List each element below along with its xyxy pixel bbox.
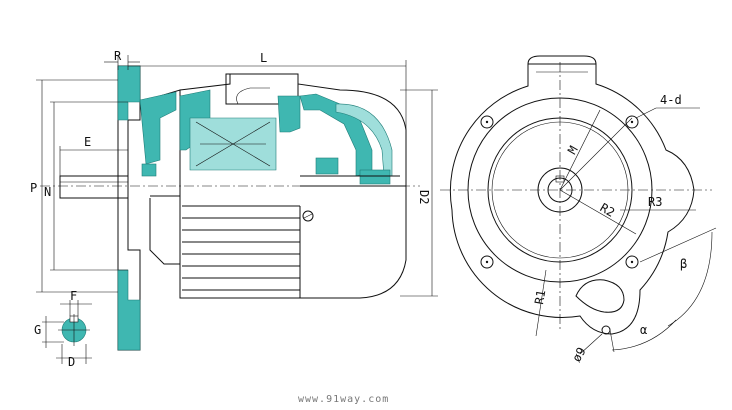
dim-alpha-label: α — [640, 323, 647, 337]
top-boss — [527, 55, 597, 65]
dim-phi9-label: ø9 — [569, 345, 588, 365]
cooling-fins — [182, 205, 301, 298]
dim-R2-label: R2 — [598, 200, 618, 219]
dim-4d-label: 4-d — [660, 93, 682, 107]
bolt-hole-br — [625, 255, 639, 269]
dim-N-label: N — [44, 185, 51, 199]
bolt-hole-tr — [625, 115, 639, 129]
shaft-end-circle — [547, 177, 573, 203]
dim-D-label: D — [68, 355, 75, 369]
dim-E-label: E — [84, 135, 91, 149]
outer-circle — [467, 97, 653, 283]
dim-F-label: F — [70, 289, 77, 303]
dim-D2-label: D2 — [417, 190, 431, 204]
flange-hatch-bottom — [117, 269, 141, 351]
frame-outline — [179, 73, 407, 299]
watermark-text: www.91way.com — [298, 394, 389, 405]
drain-hole — [601, 325, 611, 335]
dim-P-label: P — [30, 181, 37, 195]
dim-R-label: R — [114, 49, 122, 63]
dim-G-label: G — [34, 323, 41, 337]
bottom-cutout — [575, 279, 625, 313]
dim-L-label: L — [260, 51, 267, 65]
end-flange-outline — [449, 63, 695, 335]
hub-circle — [537, 167, 583, 213]
bearing-right — [315, 157, 339, 175]
terminal-box — [225, 73, 299, 105]
dim-beta-label: β — [680, 257, 687, 271]
dim-R3-label: R3 — [648, 195, 662, 209]
ground-screw — [302, 210, 314, 222]
bolt-hole-tl — [480, 115, 494, 129]
bolt-hole-bl — [480, 255, 494, 269]
dim-M-label: M — [565, 143, 581, 156]
end-view: M 4-d R2 R3 R1 β α ø9 — [440, 55, 717, 365]
end-shield-hatch — [139, 91, 177, 165]
spigot-circle — [487, 117, 633, 263]
flange-hatch-top — [117, 65, 141, 121]
bearing-left — [141, 163, 157, 177]
side-view: R L E P N D2 — [30, 49, 438, 351]
dim-R1-label: R1 — [532, 289, 548, 306]
shaft-section-detail: F G D — [34, 289, 92, 369]
